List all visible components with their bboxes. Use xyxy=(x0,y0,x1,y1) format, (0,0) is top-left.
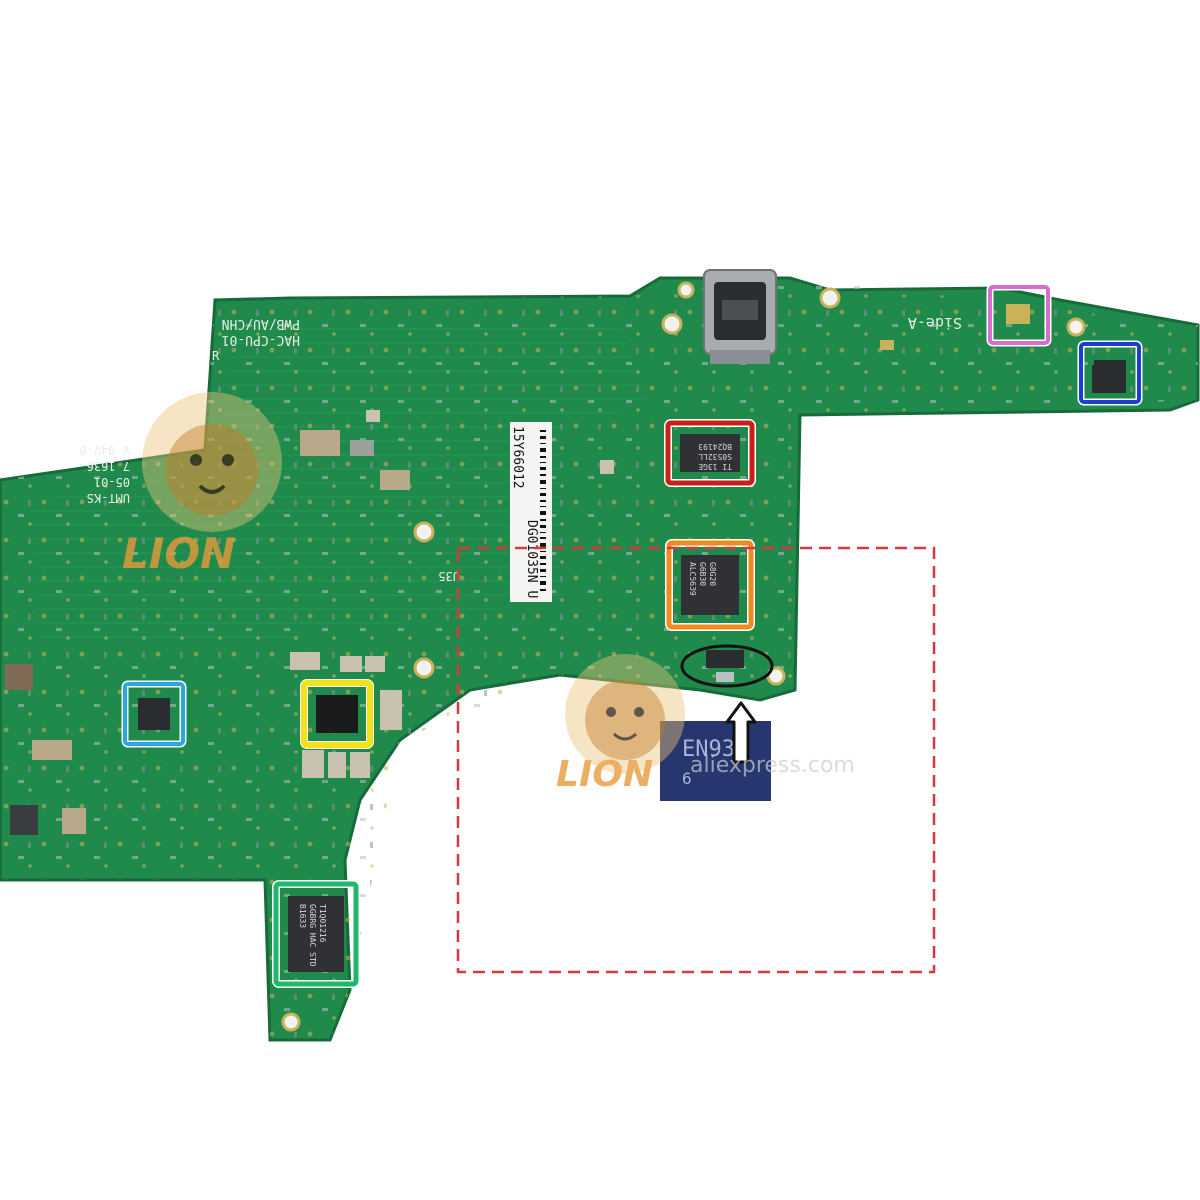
chip-pink-highlight xyxy=(986,283,1052,347)
svg-text:G8G20: G8G20 xyxy=(708,562,717,586)
svg-text:15Y66012: 15Y66012 xyxy=(510,426,525,489)
silkscreen-side: Side-A xyxy=(908,314,962,332)
svg-text:G6B30: G6B30 xyxy=(698,562,707,586)
svg-text:TI 13GE: TI 13GE xyxy=(698,462,732,471)
svg-text:HAC-CPU-01: HAC-CPU-01 xyxy=(222,332,300,347)
svg-text:DG01035N U: DG01035N U xyxy=(524,520,539,598)
svg-text:Side-A: Side-A xyxy=(908,314,962,332)
chip-yellow-highlight xyxy=(300,679,374,749)
silkscreen-ref: U35 xyxy=(438,569,460,583)
svg-text:BQ24193: BQ24193 xyxy=(698,442,732,451)
mounting-holes xyxy=(281,281,1086,1032)
svg-text:EN93: EN93 xyxy=(682,737,735,762)
target-component xyxy=(680,644,774,688)
svg-text:PWB/AU/CHN: PWB/AU/CHN xyxy=(222,316,300,331)
svg-text:ALC5639: ALC5639 xyxy=(688,562,697,596)
barcode-label: 15Y66012 DG01035N U xyxy=(510,422,552,602)
lion-watermark-logo: LION xyxy=(122,392,282,578)
chip-red-highlight: BQ24193 S0532LL TI 13GE xyxy=(664,419,756,487)
site-watermark: ali​express.com xyxy=(690,753,855,778)
svg-text:V 94V-0: V 94V-0 xyxy=(79,443,130,457)
chip-blue-highlight xyxy=(1077,340,1143,406)
silkscreen-rating: V 94V-0 7 1636 05-01 UMT-KS xyxy=(79,443,130,505)
svg-text:6: 6 xyxy=(682,769,692,788)
svg-text:LION: LION xyxy=(122,529,235,578)
svg-text:U35: U35 xyxy=(438,569,460,583)
passive-components xyxy=(5,304,1126,835)
svg-text:05-01: 05-01 xyxy=(94,475,130,489)
svg-text:LION: LION xyxy=(556,754,653,795)
chip-green-highlight: B1633 GGBRG HAC STD T1Q01216 xyxy=(272,880,360,988)
arrow-up-icon xyxy=(725,701,757,764)
svg-text:7 1636: 7 1636 xyxy=(87,459,130,473)
inset-chip: EN93 6 xyxy=(660,721,771,801)
silkscreen-corner-letter: R xyxy=(212,349,220,363)
svg-text:UMT-KS: UMT-KS xyxy=(87,491,130,505)
lion-watermark-logo-2: LION xyxy=(556,654,685,795)
svg-text:S0532LL: S0532LL xyxy=(698,452,732,461)
svg-text:T1Q01216: T1Q01216 xyxy=(318,904,327,943)
inset-dashed-frame xyxy=(456,546,936,974)
silkscreen-model: PWB/AU/CHN HAC-CPU-01 xyxy=(222,316,300,347)
chip-cyan-highlight xyxy=(121,680,187,748)
usb-c-connector xyxy=(703,269,777,364)
svg-text:GGBRG HAC STD: GGBRG HAC STD xyxy=(308,904,317,967)
svg-text:B1633: B1633 xyxy=(298,904,307,928)
chip-orange-highlight: ALC5639 G6B30 G8G20 xyxy=(665,539,755,631)
